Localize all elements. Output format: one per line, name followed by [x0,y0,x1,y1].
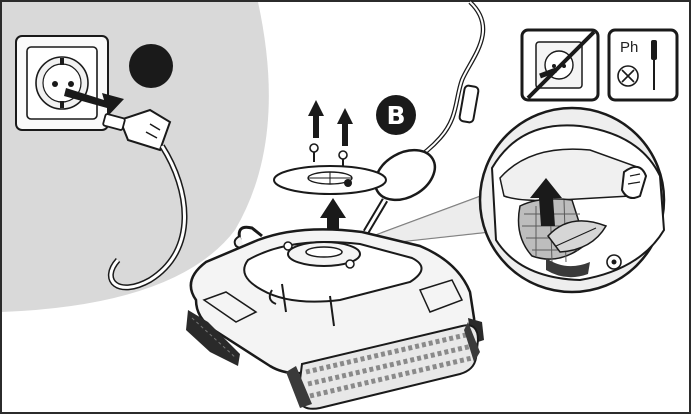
up-arrow-center [320,198,346,244]
cable-swivel [362,148,437,234]
up-arrow-left [308,100,324,138]
step-badge-label: B [386,101,405,130]
cover-disc [273,165,387,195]
step-badge-a [129,44,173,88]
wall-socket [15,35,109,131]
phillips-screwdriver-icon: Ph [607,28,679,102]
screw-left [309,143,319,162]
brush-roller [286,322,480,410]
power-plug [102,108,172,152]
unplug-arrow [64,88,124,116]
pool-robot [186,225,484,375]
step-badge-b: B [376,95,416,135]
zoom-detail-circle [478,106,666,294]
no-power-plug-icon [520,28,600,102]
tool-label: Ph [620,39,638,56]
up-arrow-right [337,108,353,146]
